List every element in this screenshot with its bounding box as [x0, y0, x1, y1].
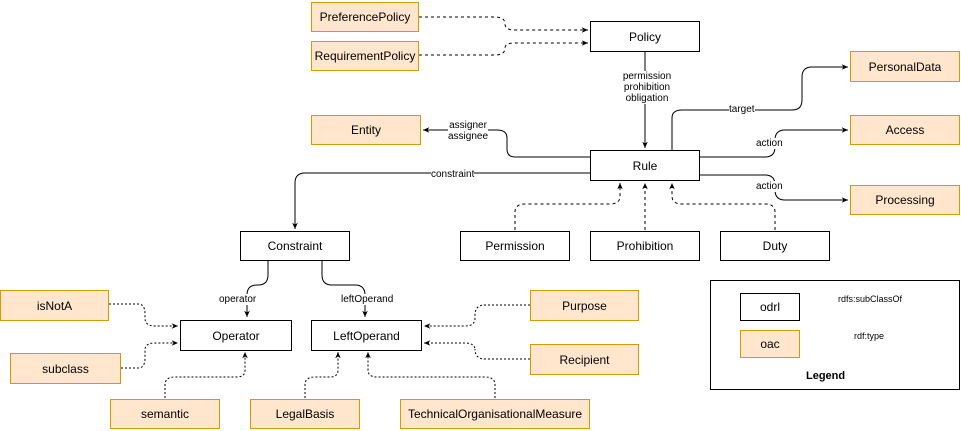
label-leftoperand: leftOperand	[341, 294, 394, 305]
legend-type-label: rdf:type	[854, 331, 885, 342]
node-constraint[interactable]: Constraint	[240, 231, 350, 261]
node-subclass[interactable]: subclass	[10, 353, 121, 384]
edge-rule-personaldata	[671, 64, 848, 150]
edge-purpose-leftoperand	[424, 304, 530, 329]
label-policy-rule: permission prohibition obligation	[619, 71, 675, 104]
node-prohibition[interactable]: Prohibition	[590, 231, 700, 261]
label-obligation: obligation	[625, 93, 669, 104]
node-operator[interactable]: Operator	[180, 320, 292, 351]
edge-subclass-operator	[121, 340, 178, 369]
node-policy[interactable]: Policy	[590, 21, 700, 52]
edge-duty-rule	[669, 183, 776, 230]
node-personaldata[interactable]: PersonalData	[850, 51, 960, 82]
node-leftoperand[interactable]: LeftOperand	[311, 320, 422, 351]
legend-odrl-swatch: odrl	[740, 293, 800, 321]
label-assignee: assignee	[448, 131, 489, 142]
edge-preferencepolicy-policy	[419, 16, 588, 33]
node-requirementpolicy[interactable]: RequirementPolicy	[311, 41, 419, 71]
label-operator: operator	[219, 294, 257, 305]
label-action-access: action	[756, 138, 783, 149]
node-processing[interactable]: Processing	[850, 185, 960, 215]
node-duty[interactable]: Duty	[720, 231, 830, 261]
node-semantic[interactable]: semantic	[110, 399, 220, 429]
edge-requirementpolicy-policy	[419, 40, 588, 56]
node-preferencepolicy[interactable]: PreferencePolicy	[311, 2, 419, 32]
label-action-processing: action	[756, 181, 783, 192]
node-technicalorganisationalmeasure[interactable]: TechnicalOrganisationalMeasure	[400, 399, 590, 429]
edge-semantic-operator	[164, 352, 248, 398]
edge-rule-entity	[423, 127, 590, 158]
edge-permission-rule	[514, 183, 623, 230]
label-permission: permission	[622, 71, 672, 82]
label-constraint: constraint	[431, 169, 475, 180]
node-legalbasis[interactable]: LegalBasis	[250, 399, 360, 429]
node-purpose[interactable]: Purpose	[530, 290, 639, 321]
legend-title: Legend	[806, 370, 846, 382]
label-assigner: assigner	[449, 120, 487, 131]
legend-subclassof-label: rdfs:subClassOf	[838, 294, 903, 305]
node-rule[interactable]: Rule	[590, 150, 700, 181]
edge-recipient-leftoperand	[424, 340, 530, 360]
node-entity[interactable]: Entity	[311, 115, 421, 145]
node-permission[interactable]: Permission	[460, 231, 570, 261]
edge-isnota-operator	[109, 303, 178, 329]
edge-rule-constraint	[292, 172, 590, 229]
node-access[interactable]: Access	[850, 115, 960, 145]
node-isnota[interactable]: isNotA	[0, 290, 109, 321]
edge-technical-leftoperand	[365, 352, 496, 398]
edge-constraint-operator	[244, 261, 269, 317]
label-target: target	[729, 104, 755, 115]
legend-oac-swatch: oac	[740, 330, 800, 358]
edge-legalbasis-leftoperand	[304, 352, 341, 398]
label-prohibition: prohibition	[623, 82, 671, 93]
edge-constraint-leftoperand	[321, 261, 368, 317]
node-recipient[interactable]: Recipient	[530, 344, 639, 375]
label-assigner-assignee: assigner assignee	[448, 120, 489, 142]
